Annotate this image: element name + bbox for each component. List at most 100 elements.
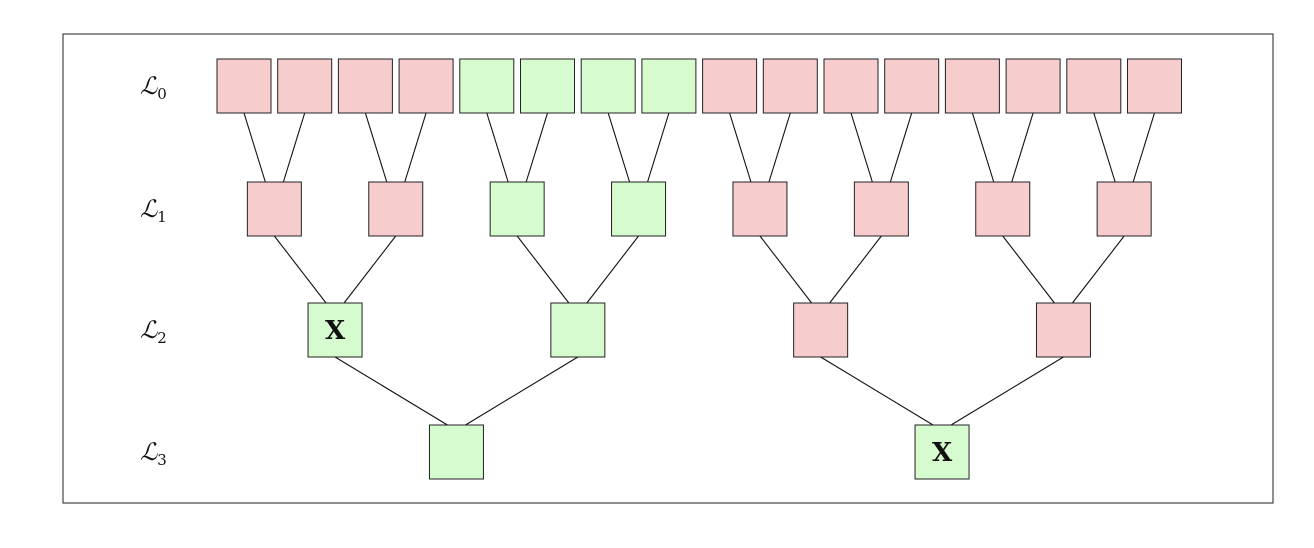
node-l2-2: [793, 302, 849, 358]
node-box-red: [337, 58, 393, 114]
edge-l1-n2-left: [486, 112, 509, 183]
edge-l1-n7-left: [1093, 112, 1116, 183]
node-l0-3: [398, 58, 454, 114]
edge-l2-n2-left: [759, 235, 813, 304]
edge-l2-n2-right: [829, 235, 882, 304]
node-box-red: [975, 181, 1031, 237]
node-l0-9: [762, 58, 818, 114]
node-l0-4: [459, 58, 515, 114]
edge-l1-n3-left: [607, 112, 631, 183]
node-box-red: [1005, 58, 1061, 114]
node-box-red: [732, 181, 788, 237]
node-l1-6: [975, 181, 1031, 237]
node-l1-5: [853, 181, 909, 237]
edge-l1-n7-right: [1132, 112, 1156, 183]
node-l0-7: [641, 58, 697, 114]
edge-l1-n1-right: [404, 112, 427, 183]
node-box-red: [1096, 181, 1152, 237]
node-l1-0: [246, 181, 302, 237]
node-box-red: [823, 58, 879, 114]
node-box-red: [216, 58, 272, 114]
node-box-red: [1066, 58, 1122, 114]
edge-l1-n5-left: [850, 112, 873, 183]
node-l2-0: X: [307, 302, 363, 358]
node-box-green: [428, 424, 484, 480]
node-l2-3: [1035, 302, 1091, 358]
node-l3-0: [428, 424, 484, 480]
level-subscript: 2: [157, 329, 167, 347]
node-l1-1: [368, 181, 424, 237]
node-box-green: [489, 181, 545, 237]
edge-l2-n1-right: [586, 235, 639, 304]
edge-l1-n6-right: [1011, 112, 1034, 183]
node-box-red: [277, 58, 333, 114]
node-box-green: [520, 58, 575, 114]
edge-l2-n0-right: [343, 235, 397, 304]
node-l0-14: [1066, 58, 1122, 114]
level-label-2: ℒ2: [140, 316, 167, 347]
node-box-green: [580, 58, 636, 114]
level-label-0: ℒ0: [140, 72, 167, 103]
node-box-green: [641, 58, 697, 114]
edge-l1-n0-left: [243, 112, 266, 183]
node-l0-12: [944, 58, 1000, 114]
edge-l1-n4-left: [729, 112, 752, 183]
node-box-green: [307, 302, 363, 358]
edge-l1-n5-right: [889, 112, 913, 183]
edges-layer: [243, 112, 1156, 426]
edge-l3-n0-left: [334, 356, 448, 426]
node-box-red: [762, 58, 818, 114]
nodes-layer: XX: [216, 58, 1182, 480]
level-subscript: 3: [157, 451, 167, 469]
node-l0-8: [702, 58, 758, 114]
node-l0-10: [823, 58, 879, 114]
edge-l2-n0-left: [273, 235, 327, 304]
node-l1-7: [1096, 181, 1152, 237]
edge-l3-n1-left: [820, 356, 934, 426]
edge-l1-n3-right: [647, 112, 670, 183]
edge-l1-n4-right: [768, 112, 791, 183]
level-symbol: ℒ: [140, 195, 158, 223]
edge-l2-n1-left: [516, 235, 570, 304]
node-box-red: [944, 58, 1000, 114]
node-box-red: [884, 58, 940, 114]
level-symbol: ℒ: [140, 438, 158, 466]
node-l2-1: [550, 302, 606, 358]
node-box-green: [611, 181, 667, 237]
level-subscript: 1: [157, 208, 167, 226]
edge-l1-n0-right: [282, 112, 306, 183]
level-label-3: ℒ3: [140, 438, 167, 469]
node-box-red: [246, 181, 302, 237]
node-box-red: [368, 181, 424, 237]
node-l1-3: [611, 181, 667, 237]
node-l0-0: [216, 58, 272, 114]
node-mark: X: [325, 316, 346, 346]
edge-l2-n3-right: [1072, 235, 1125, 304]
node-l3-1: X: [914, 424, 970, 480]
edge-l2-n3-left: [1002, 235, 1055, 304]
node-box-red: [702, 58, 758, 114]
node-l0-11: [884, 58, 940, 114]
node-mark: X: [932, 438, 953, 468]
node-box-red: [793, 302, 849, 358]
node-l0-1: [277, 58, 333, 114]
level-symbol: ℒ: [140, 316, 158, 344]
node-box-red: [853, 181, 909, 237]
node-box-green: [459, 58, 515, 114]
node-l1-2: [489, 181, 545, 237]
level-symbol: ℒ: [140, 72, 158, 100]
node-l0-13: [1005, 58, 1061, 114]
node-box-red: [1127, 58, 1182, 114]
node-box-green: [914, 424, 970, 480]
node-l0-6: [580, 58, 636, 114]
edge-l3-n0-right: [465, 356, 579, 426]
node-l0-5: [520, 58, 575, 114]
level-label-1: ℒ1: [140, 195, 167, 226]
edge-l1-n6-left: [971, 112, 995, 183]
node-box-red: [398, 58, 454, 114]
node-box-red: [1035, 302, 1091, 358]
node-l1-4: [732, 181, 788, 237]
edge-l1-n1-left: [364, 112, 388, 183]
